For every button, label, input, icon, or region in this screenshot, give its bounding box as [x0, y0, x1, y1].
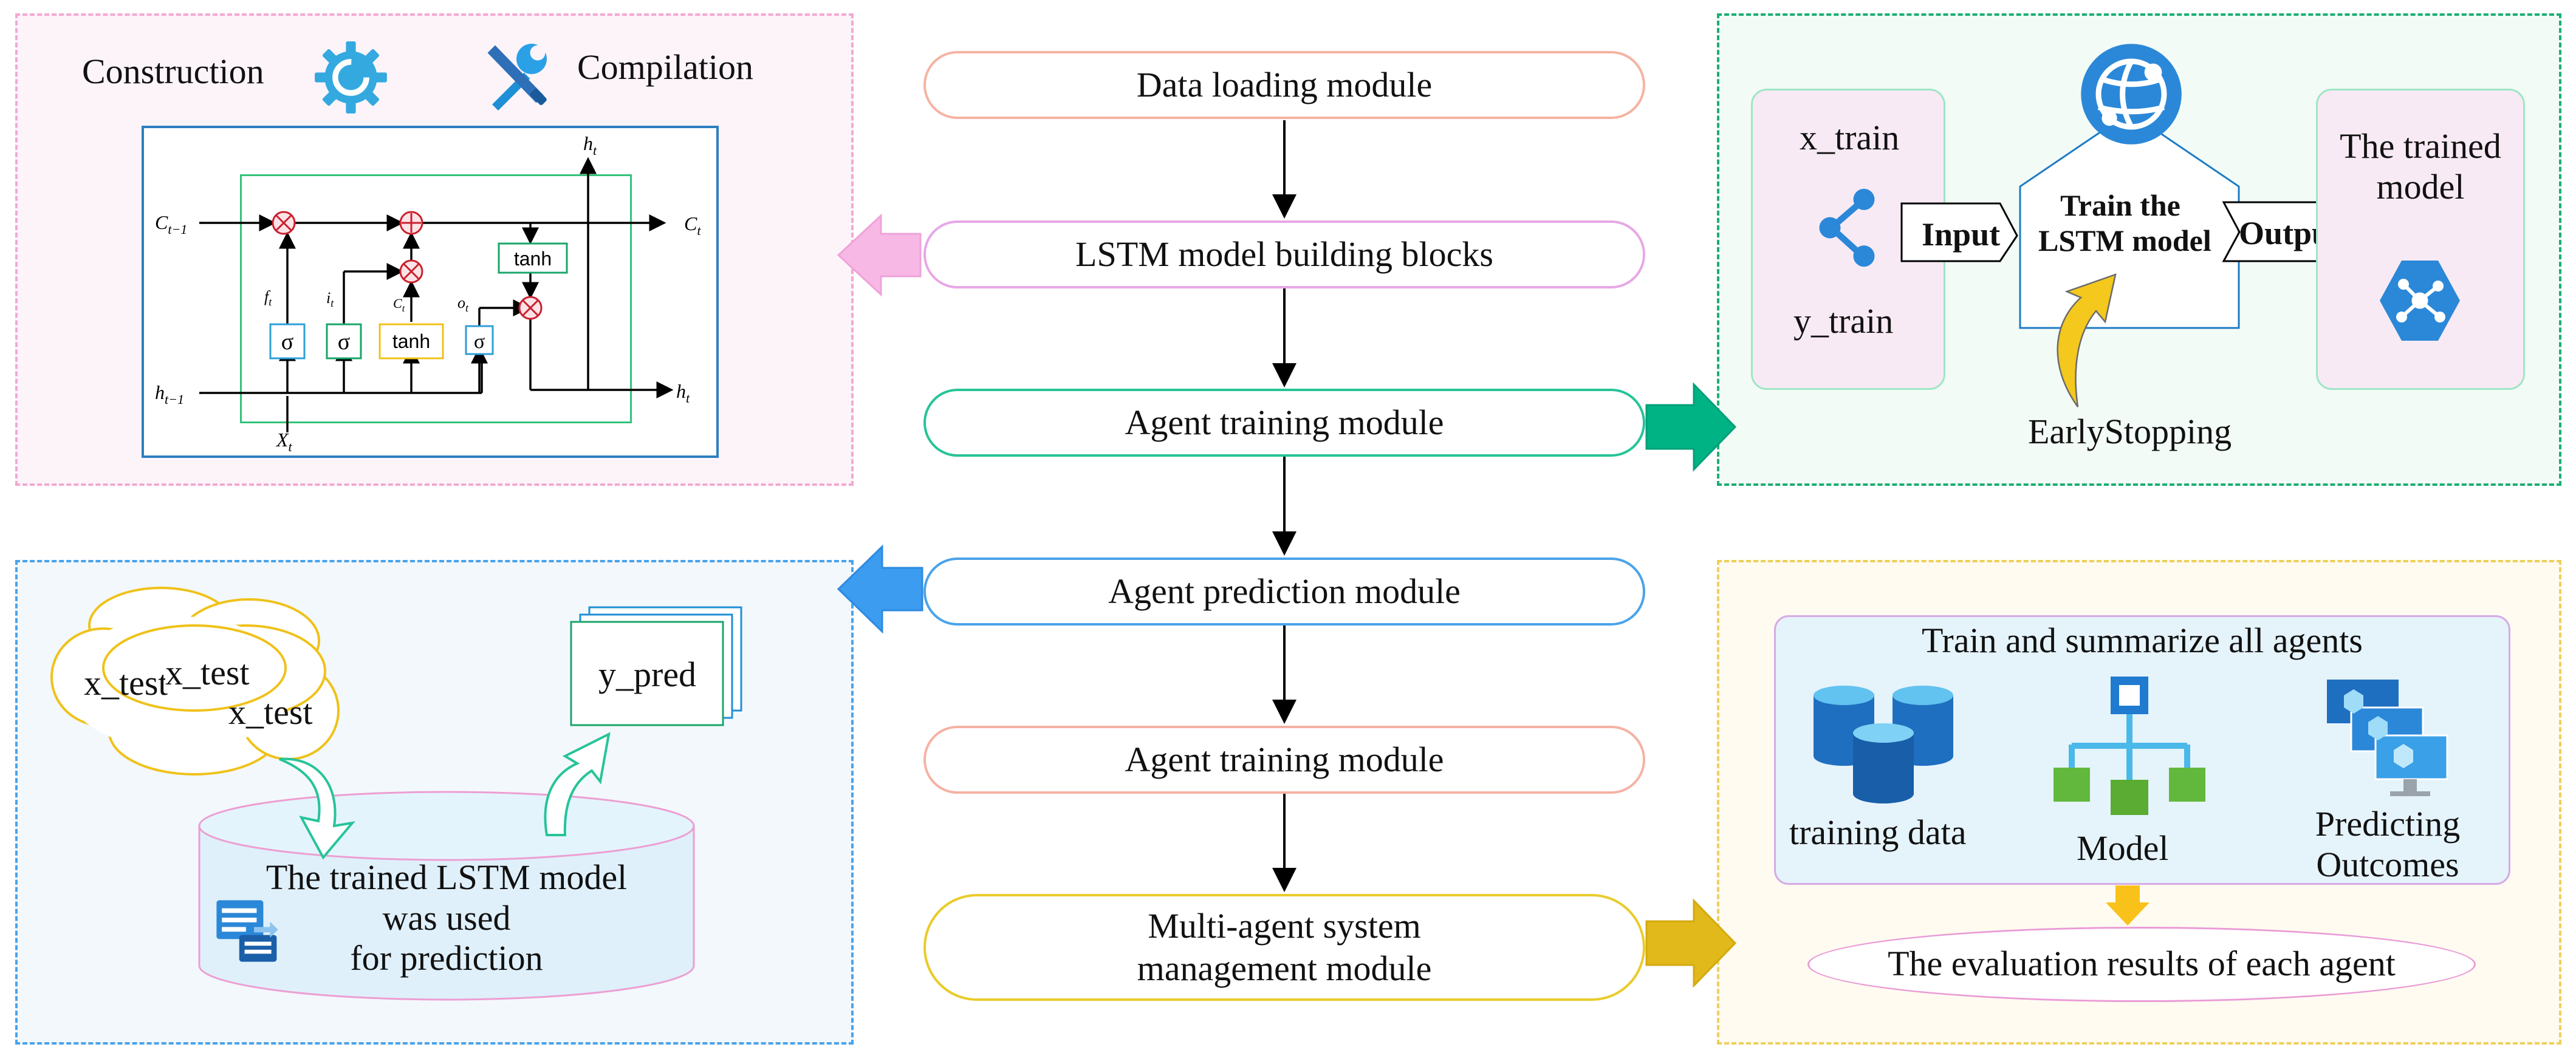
arrow-to-summary-panel: [1645, 898, 1737, 988]
svg-text:ot: ot: [457, 294, 469, 314]
x-test-2: x_test: [165, 653, 250, 694]
x-test-3: x_test: [228, 692, 313, 732]
database-icon: [1814, 686, 1953, 803]
trained-model-label: The trained model: [2316, 126, 2525, 207]
hexagon-network-icon: [2380, 261, 2460, 341]
input-label: Input: [1922, 216, 2001, 253]
module6-line2: management module: [1137, 949, 1432, 988]
prediction-model-line2: was used: [382, 898, 511, 938]
arrow-model-to-pred: [544, 732, 611, 836]
agent-prediction-module: Agent prediction module: [923, 558, 1645, 626]
lstm-cell-diagram: σ σ σ tanh tanh Ct−1 Ct ht−1 ht ht Xt ft…: [155, 132, 701, 454]
compilation-label: Compilation: [577, 47, 753, 87]
prediction-model-line3: for prediction: [350, 938, 543, 978]
x-test-1: x_test: [84, 663, 168, 703]
summary-title: Train and summarize all agents: [1922, 621, 2363, 660]
arrow-to-training-panel: [1645, 382, 1737, 472]
predicting-line2: Outcomes: [2316, 844, 2459, 884]
y-pred-label: y_pred: [598, 655, 697, 694]
module6-line1: Multi-agent system: [1148, 906, 1421, 946]
arrow-cloud-to-model: [279, 757, 356, 860]
early-stopping-label: EarlyStopping: [2028, 412, 2232, 451]
model-label: Model: [2077, 828, 2169, 868]
x-train-label: x_train: [1800, 118, 1900, 157]
lstm-building-module: LSTM model building blocks: [923, 220, 1645, 288]
svg-text:Ct: Ct: [393, 296, 405, 314]
agent-training-module: Agent training module: [923, 389, 1645, 457]
svg-text:ht: ht: [676, 380, 690, 406]
data-loading-module: Data loading module: [923, 51, 1645, 119]
svg-text:Xt: Xt: [275, 429, 293, 454]
train-lstm-label: Train the LSTM model: [2038, 188, 2211, 258]
svg-text:it: it: [326, 289, 334, 309]
arrow-to-prediction-panel: [837, 544, 923, 634]
trained-model-line2: model: [2376, 166, 2465, 206]
trained-model-line1: The trained: [2340, 126, 2501, 166]
predicting-line1: Predicting: [2315, 804, 2461, 844]
training-flow-shapes: [1900, 111, 2338, 408]
document-icon: [570, 606, 742, 726]
svg-text:ht−1: ht−1: [155, 381, 184, 407]
sigma-forget: σ: [281, 329, 293, 355]
lstm-cell-frame: [142, 126, 719, 458]
share-icon: [1819, 188, 1875, 267]
globe-icon: [2081, 44, 2182, 145]
tanh-cell: tanh: [514, 248, 552, 270]
stacked-screens-icon: [2327, 680, 2448, 796]
predicting-outcomes-label: Predicting Outcomes: [2303, 804, 2473, 885]
svg-text:Ct: Ct: [684, 213, 701, 238]
y-train-label: y_train: [1793, 301, 1894, 341]
sigma-input: σ: [338, 329, 350, 355]
input-form-icon: [216, 900, 278, 962]
train-lstm-line1: Train the: [2060, 188, 2180, 222]
multi-agent-management-module: Multi-agent system management module: [923, 894, 1645, 1001]
construction-label: Construction: [82, 52, 264, 91]
gear-icon: [315, 41, 387, 114]
training-data-label: training data: [1789, 813, 1967, 852]
sigma-output: σ: [474, 330, 485, 353]
arrow-to-evaluation: [2106, 885, 2150, 926]
agent-training-module-2: Agent training module: [923, 726, 1645, 794]
prediction-model-line1: The trained LSTM model: [265, 858, 628, 897]
svg-text:Ct−1: Ct−1: [155, 211, 187, 237]
svg-text:ft: ft: [264, 288, 272, 308]
evaluation-ellipse: [1807, 927, 2476, 1002]
hierarchy-icon: [2054, 677, 2205, 815]
svg-text:ht: ht: [583, 132, 597, 158]
prediction-model-text: The trained LSTM model was used for pred…: [194, 858, 699, 979]
lstm-cell-inner: [240, 174, 632, 423]
tanh-candidate: tanh: [392, 330, 430, 352]
arrow-to-lstm-panel: [837, 213, 922, 297]
train-lstm-line2: LSTM model: [2038, 223, 2211, 257]
tools-icon: [487, 44, 547, 111]
evaluation-label: The evaluation results of each agent: [1888, 944, 2396, 983]
